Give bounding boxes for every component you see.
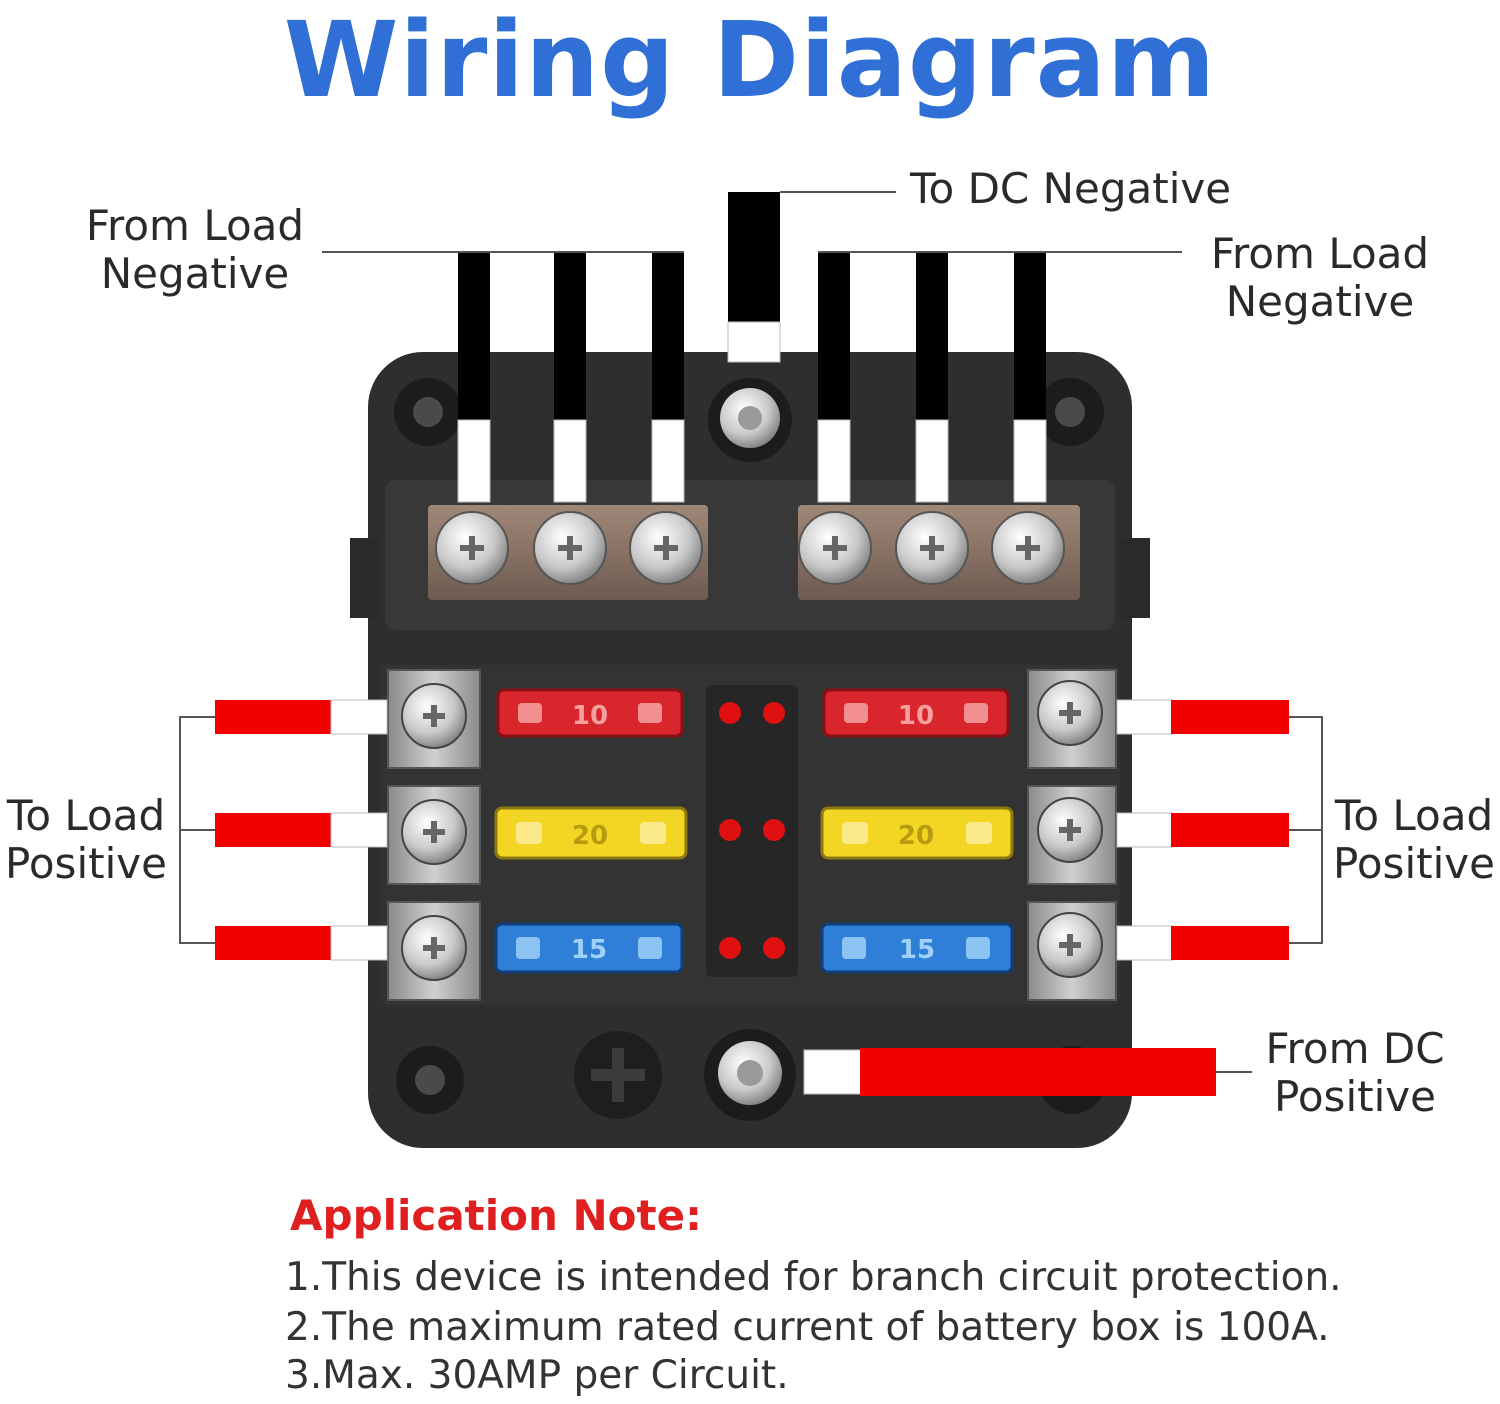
label-from-dc-positive: From DC Positive xyxy=(1265,1024,1445,1121)
screw-icon xyxy=(991,511,1065,585)
positive-load-wires-right xyxy=(1116,699,1289,961)
positive-terminals-right xyxy=(1027,669,1117,1001)
screw-icon xyxy=(1037,797,1103,863)
dc-negative-stud xyxy=(708,378,792,462)
screw-icon xyxy=(435,511,509,585)
fuse-middle-right: 20 xyxy=(820,806,1014,860)
negative-bus-screws xyxy=(435,511,1065,585)
screw-icon xyxy=(401,683,467,749)
negative-wire-2 xyxy=(553,252,587,503)
screw-icon xyxy=(1037,680,1103,746)
fuse-rating-label: 15 xyxy=(899,935,935,965)
mounting-hole-top-right xyxy=(1036,378,1104,446)
negative-wire-5 xyxy=(915,252,949,503)
fuse-rating-label: 10 xyxy=(898,701,934,731)
screw-icon xyxy=(1037,912,1103,978)
leader-lines xyxy=(179,191,1323,1073)
plus-symbol-icon xyxy=(574,1031,662,1119)
status-leds xyxy=(719,702,785,959)
positive-wire-left-1 xyxy=(215,699,388,735)
positive-wire-right-1 xyxy=(1116,699,1289,735)
led-icon xyxy=(763,819,785,841)
positive-wire-left-3 xyxy=(215,925,388,961)
screw-icon xyxy=(895,511,969,585)
application-note-title: Application Note: xyxy=(290,1191,702,1240)
positive-wire-left-2 xyxy=(215,812,388,848)
housing-side-tab-right xyxy=(1120,538,1150,618)
fuse-middle-left: 20 xyxy=(494,806,688,860)
screw-icon xyxy=(629,511,703,585)
dc-positive-stud xyxy=(704,1029,796,1121)
fuse-top-left: 10 xyxy=(496,688,684,738)
label-to-dc-negative: To DC Negative xyxy=(910,164,1232,213)
dc-positive-wire xyxy=(803,1048,1216,1096)
label-to-load-positive-right: To Load Positive xyxy=(1333,791,1495,888)
led-icon xyxy=(719,819,741,841)
fuse-rating-label: 20 xyxy=(898,821,934,851)
label-to-load-positive-left: To Load Positive xyxy=(5,791,167,888)
led-icon xyxy=(763,937,785,959)
led-icon xyxy=(719,702,741,724)
fuse-top-right: 10 xyxy=(822,688,1010,738)
fuse-bottom-right: 15 xyxy=(820,922,1014,974)
mounting-hole-bottom-left xyxy=(396,1046,464,1114)
screw-icon xyxy=(401,799,467,865)
fuse-rating-label: 10 xyxy=(572,701,608,731)
negative-wire-6 xyxy=(1013,252,1047,503)
mounting-hole-top-left xyxy=(394,378,462,446)
fuse-rating-label: 15 xyxy=(571,935,607,965)
negative-load-wires xyxy=(457,252,1047,503)
application-note-line: 3.Max. 30AMP per Circuit. xyxy=(285,1353,789,1398)
negative-wire-4 xyxy=(817,252,851,503)
label-from-load-negative-left: From Load Negative xyxy=(85,201,305,298)
label-from-load-negative-right: From Load Negative xyxy=(1210,229,1430,326)
led-icon xyxy=(763,702,785,724)
application-note-line: 1.This device is intended for branch cir… xyxy=(285,1255,1342,1300)
negative-wire-1 xyxy=(457,252,491,503)
positive-load-wires-left xyxy=(215,699,388,961)
negative-wire-3 xyxy=(651,252,685,503)
application-note-line: 2.The maximum rated current of battery b… xyxy=(285,1305,1330,1350)
led-icon xyxy=(719,937,741,959)
diagram-title: Wiring Diagram xyxy=(283,0,1217,121)
bracket-to-load-positive-right xyxy=(1289,716,1323,944)
fuse-bottom-left: 15 xyxy=(494,922,684,974)
led-indicator-panel xyxy=(706,685,798,977)
bracket-to-load-positive-left xyxy=(179,716,215,944)
positive-wire-right-2 xyxy=(1116,812,1289,848)
positive-terminals-left xyxy=(387,669,481,1001)
screw-icon xyxy=(401,915,467,981)
fuse-rating-label: 20 xyxy=(572,821,608,851)
screw-icon xyxy=(798,511,872,585)
screw-icon xyxy=(533,511,607,585)
dc-negative-wire xyxy=(727,192,781,363)
housing-side-tab-left xyxy=(350,538,380,618)
positive-wire-right-3 xyxy=(1116,925,1289,961)
